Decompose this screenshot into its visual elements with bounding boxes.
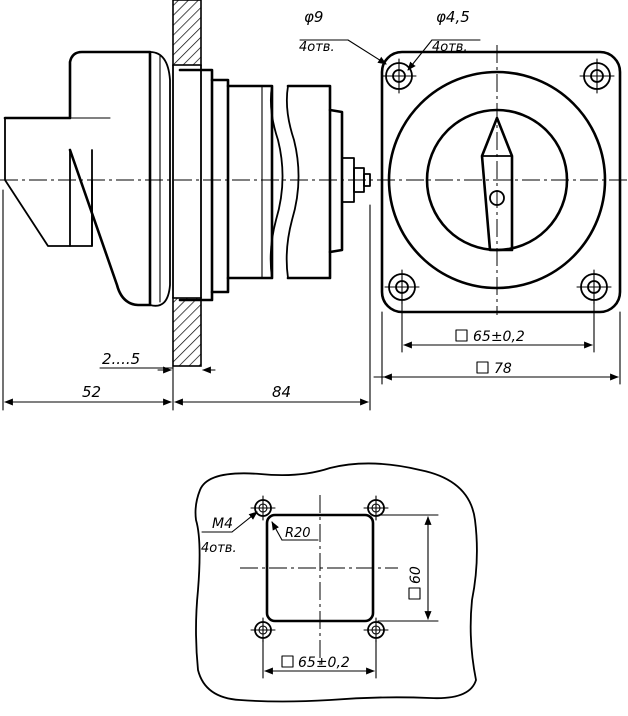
square-symbol-78: [476, 361, 489, 374]
dim-panel-gap-label: 2....5: [102, 350, 140, 368]
dim-depth: 52 84: [2, 189, 371, 411]
dim-cutout-hole-spacing: 65±0,2: [262, 639, 377, 679]
dim-square-outer-label: 78: [494, 361, 512, 377]
panel-outline: [194, 462, 478, 703]
hole-top-right: [579, 58, 615, 94]
hole-callouts: φ9 4отв. φ4,5 4отв.: [299, 8, 481, 71]
dim-window-height: 60: [377, 514, 439, 622]
dim-panel-gap: 2....5: [99, 350, 216, 374]
mounting-holes: [381, 58, 615, 305]
switch-body: [178, 68, 371, 302]
callout-small-dia: φ4,5: [436, 8, 470, 26]
callout-large-count: 4отв.: [299, 40, 335, 55]
threaded-holes: [250, 495, 389, 643]
hole-top-left: [381, 58, 417, 94]
dim-window-height-label: 60: [408, 566, 424, 584]
square-symbol-65: [455, 329, 468, 342]
hole-bottom-left: [384, 269, 420, 305]
panel-section: [172, 0, 202, 367]
selector-handle: [480, 116, 514, 252]
cutout-window: [265, 513, 375, 623]
dim-cutout-hole-spacing-label: 65±0,2: [298, 655, 350, 671]
callout-thread-count: 4отв.: [201, 541, 237, 556]
callout-thread: M4: [212, 516, 233, 532]
knob: [3, 50, 171, 307]
dim-depth-back-label: 84: [272, 383, 291, 401]
callout-small-count: 4отв.: [432, 40, 468, 55]
thread-hole-top-left: [250, 495, 276, 521]
thread-hole-top-right: [363, 495, 389, 521]
front-view: φ9 4отв. φ4,5 4отв. 65±0,2 78: [299, 8, 622, 384]
hole-bottom-right: [576, 269, 612, 305]
dim-hole-spacing-label: 65±0,2: [473, 329, 525, 345]
dim-square-outer: 78: [373, 311, 621, 384]
side-view: 2....5 52 84: [0, 0, 628, 411]
panel-cutout-view: M4 4отв. R20 60 65±0,2: [194, 462, 478, 703]
thread-hole-bottom-right: [363, 617, 389, 643]
callout-radius: R20: [285, 526, 311, 541]
outer-ring: [387, 70, 607, 290]
dim-hole-spacing: 65±0,2: [401, 299, 595, 353]
callout-large-dia: φ9: [304, 8, 323, 26]
cutout-callouts: M4 4отв. R20: [201, 511, 319, 556]
thread-hole-bottom-left: [250, 617, 276, 643]
square-symbol-60: [408, 587, 421, 600]
dim-depth-front-label: 52: [82, 383, 101, 401]
mounting-plate: [380, 50, 622, 314]
square-symbol-65b: [281, 655, 294, 668]
